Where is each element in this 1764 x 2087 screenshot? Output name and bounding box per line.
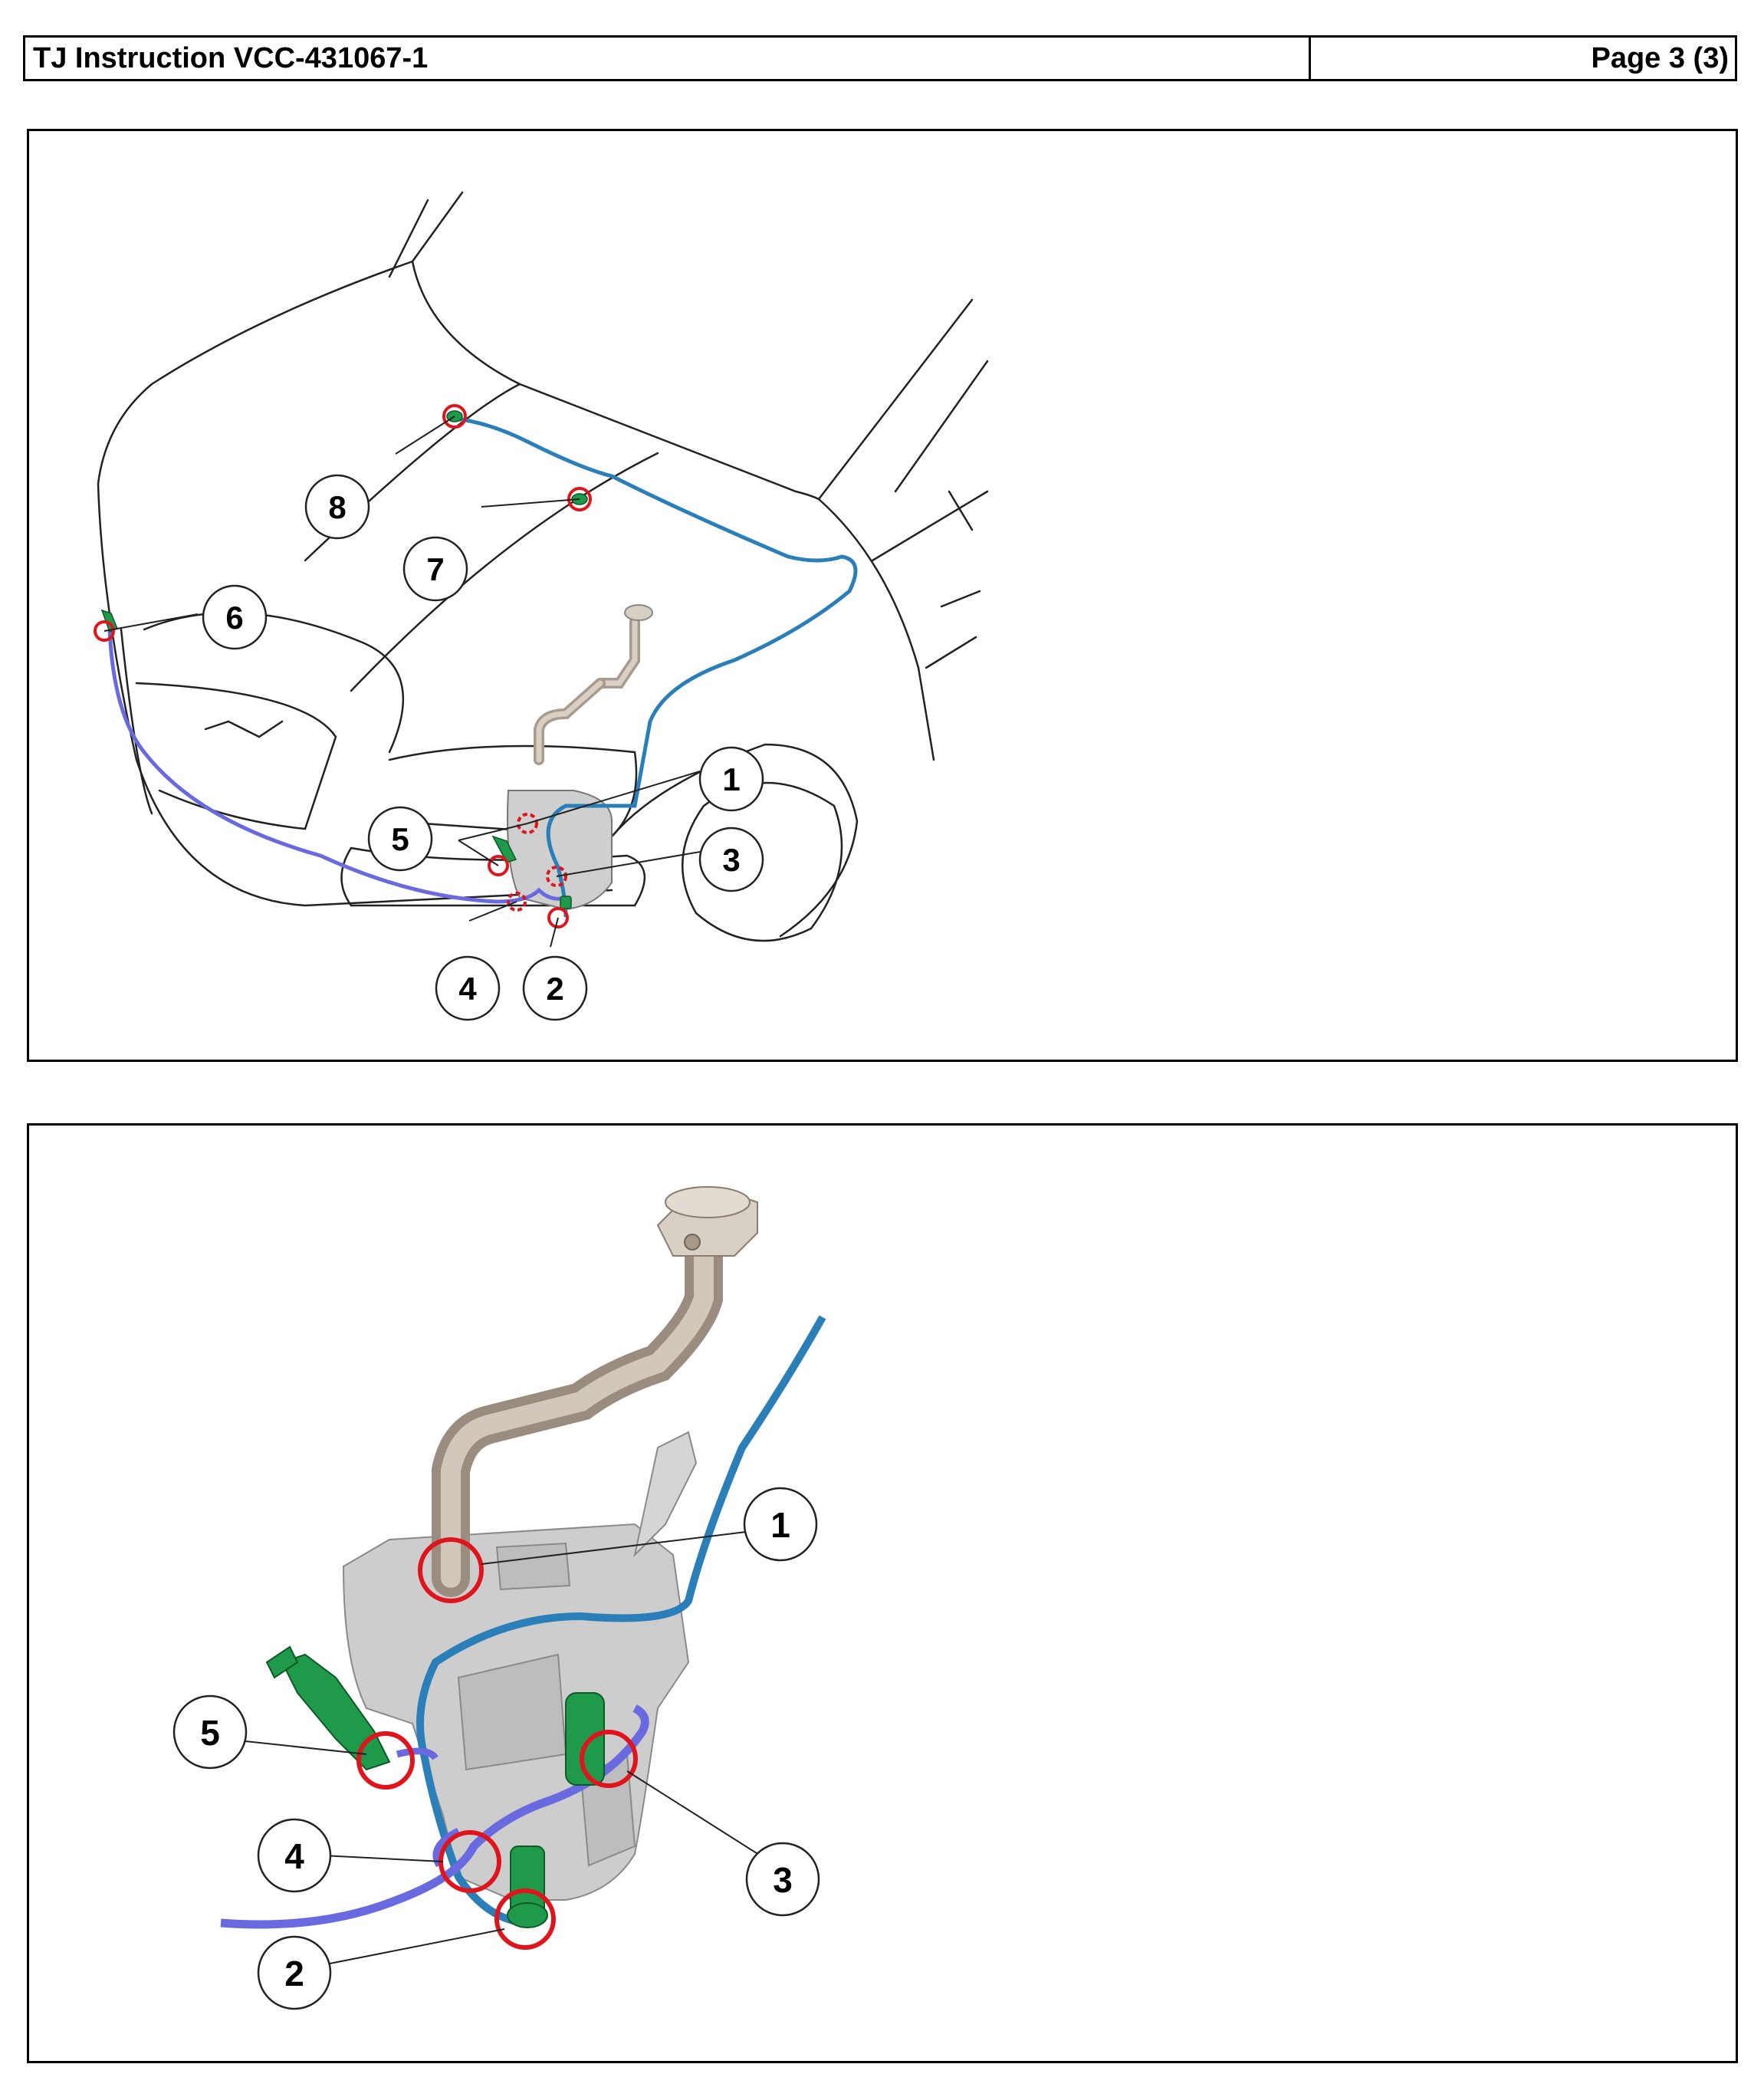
callout-5-label: 5 (391, 821, 409, 857)
callout-2: 2 (257, 1935, 332, 2010)
connection-markers (356, 1537, 638, 1950)
car-front-line-drawing: 8 7 6 1 5 3 4 (94, 191, 989, 1021)
reservoir-detail-drawing: 1 5 3 4 2 (172, 1186, 826, 2010)
car-body-outline (97, 191, 989, 942)
callout-4-label: 4 (458, 971, 477, 1007)
callout-8: 8 (304, 474, 370, 540)
callout-6: 6 (202, 584, 268, 650)
callout-1: 1 (698, 746, 764, 812)
callout-4: 4 (435, 955, 501, 1021)
hood-washer-hose (416, 1315, 826, 1928)
callout-5: 5 (367, 806, 433, 872)
washer-reservoir-body (342, 1431, 698, 1901)
callout-7-label: 7 (426, 551, 444, 587)
callout-set-overview: 8 7 6 1 5 3 4 (202, 474, 764, 1021)
filler-neck (432, 1225, 723, 1597)
leader-lines (103, 416, 701, 948)
callout-5: 5 (172, 1694, 248, 1770)
callout-7: 7 (402, 536, 468, 602)
callout-4-label: 4 (284, 1836, 304, 1876)
document-title: TJ Instruction VCC-431067-1 (25, 38, 1311, 79)
overview-illustration-panel: 8 7 6 1 5 3 4 (27, 129, 1738, 1062)
callout-2: 2 (522, 955, 588, 1021)
callout-4: 4 (257, 1818, 332, 1893)
leader-lines (245, 1531, 783, 1966)
callout-2-label: 2 (546, 971, 563, 1007)
filler-cap (656, 1186, 758, 1257)
callout-5-label: 5 (200, 1713, 220, 1753)
headlamp-washer-hose (107, 629, 567, 904)
callout-3: 3 (698, 827, 764, 892)
page-number: Page 3 (3) (1591, 42, 1729, 74)
connection-markers (94, 404, 592, 928)
callout-3-label: 3 (722, 842, 740, 878)
reservoir-detail-panel: 1 5 3 4 2 (27, 1123, 1738, 2063)
callout-3-label: 3 (773, 1860, 793, 1900)
callout-8-label: 8 (328, 489, 346, 525)
pump-and-nozzle-parts (265, 1645, 605, 1928)
filler-neck (534, 604, 653, 765)
pump-to-nozzle-hose (396, 1747, 439, 1760)
callout-1-label: 1 (722, 761, 740, 797)
callout-6-label: 6 (225, 600, 243, 636)
callout-2-label: 2 (284, 1954, 304, 1993)
callout-1-label: 1 (770, 1505, 790, 1545)
callout-1: 1 (743, 1487, 818, 1562)
document-header: TJ Instruction VCC-431067-1 Page 3 (3) (23, 35, 1737, 81)
callout-set-detail: 1 5 3 4 2 (172, 1487, 820, 2010)
callout-3: 3 (745, 1842, 820, 1917)
